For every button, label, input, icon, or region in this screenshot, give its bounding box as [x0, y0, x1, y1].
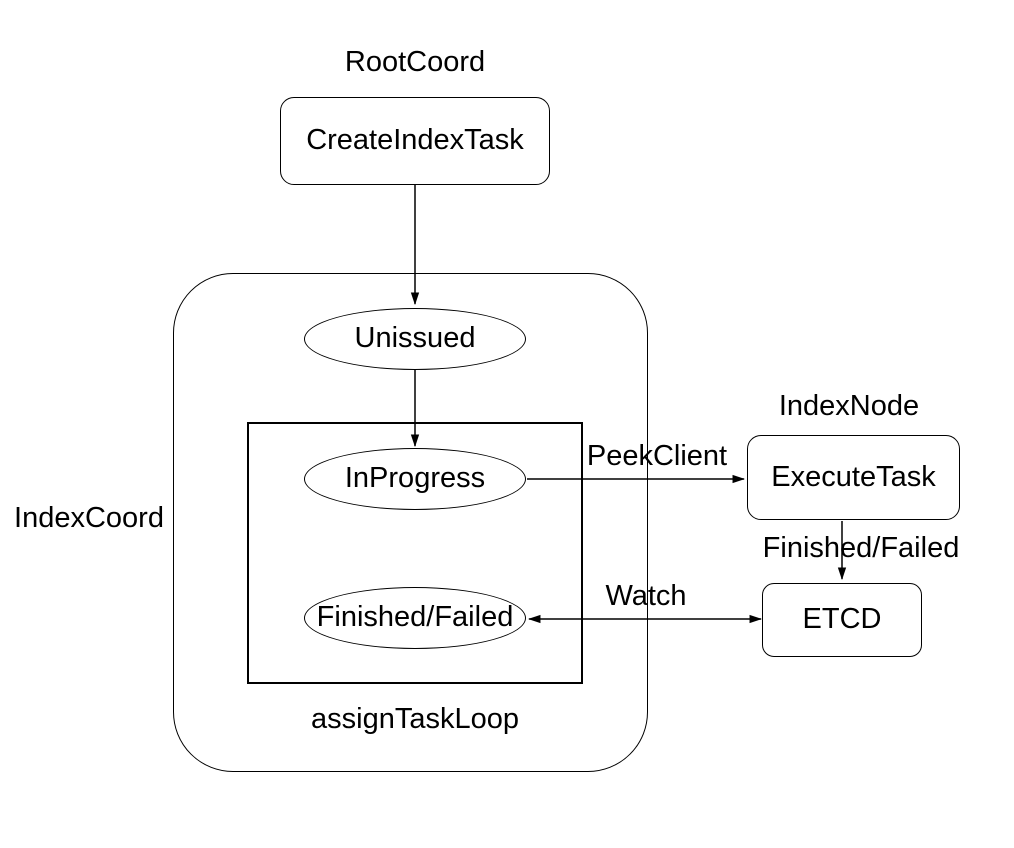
- node-execute-task-label: ExecuteTask: [771, 460, 936, 493]
- node-finished-failed-label: Finished/Failed: [316, 601, 514, 634]
- node-create-index-task: CreateIndexTask: [280, 97, 550, 185]
- edge-finished-failed-label: Finished/Failed: [762, 532, 960, 564]
- index-coord-container: [173, 273, 648, 772]
- node-create-index-task-label: CreateIndexTask: [306, 124, 524, 157]
- node-etcd: ETCD: [762, 583, 922, 657]
- node-execute-task: ExecuteTask: [747, 435, 960, 520]
- root-coord-label: RootCoord: [344, 46, 486, 78]
- index-node-label: IndexNode: [778, 390, 920, 422]
- edge-watch-label: Watch: [605, 580, 687, 612]
- index-coord-label: IndexCoord: [14, 502, 164, 534]
- assign-task-loop-label: assignTaskLoop: [311, 703, 519, 735]
- node-finished-failed: Finished/Failed: [304, 587, 526, 649]
- node-unissued-label: Unissued: [354, 322, 476, 355]
- node-in-progress-label: InProgress: [344, 462, 486, 495]
- node-etcd-label: ETCD: [802, 603, 882, 636]
- node-in-progress: InProgress: [304, 448, 526, 510]
- edge-peek-client-label: PeekClient: [586, 440, 728, 472]
- node-unissued: Unissued: [304, 308, 526, 370]
